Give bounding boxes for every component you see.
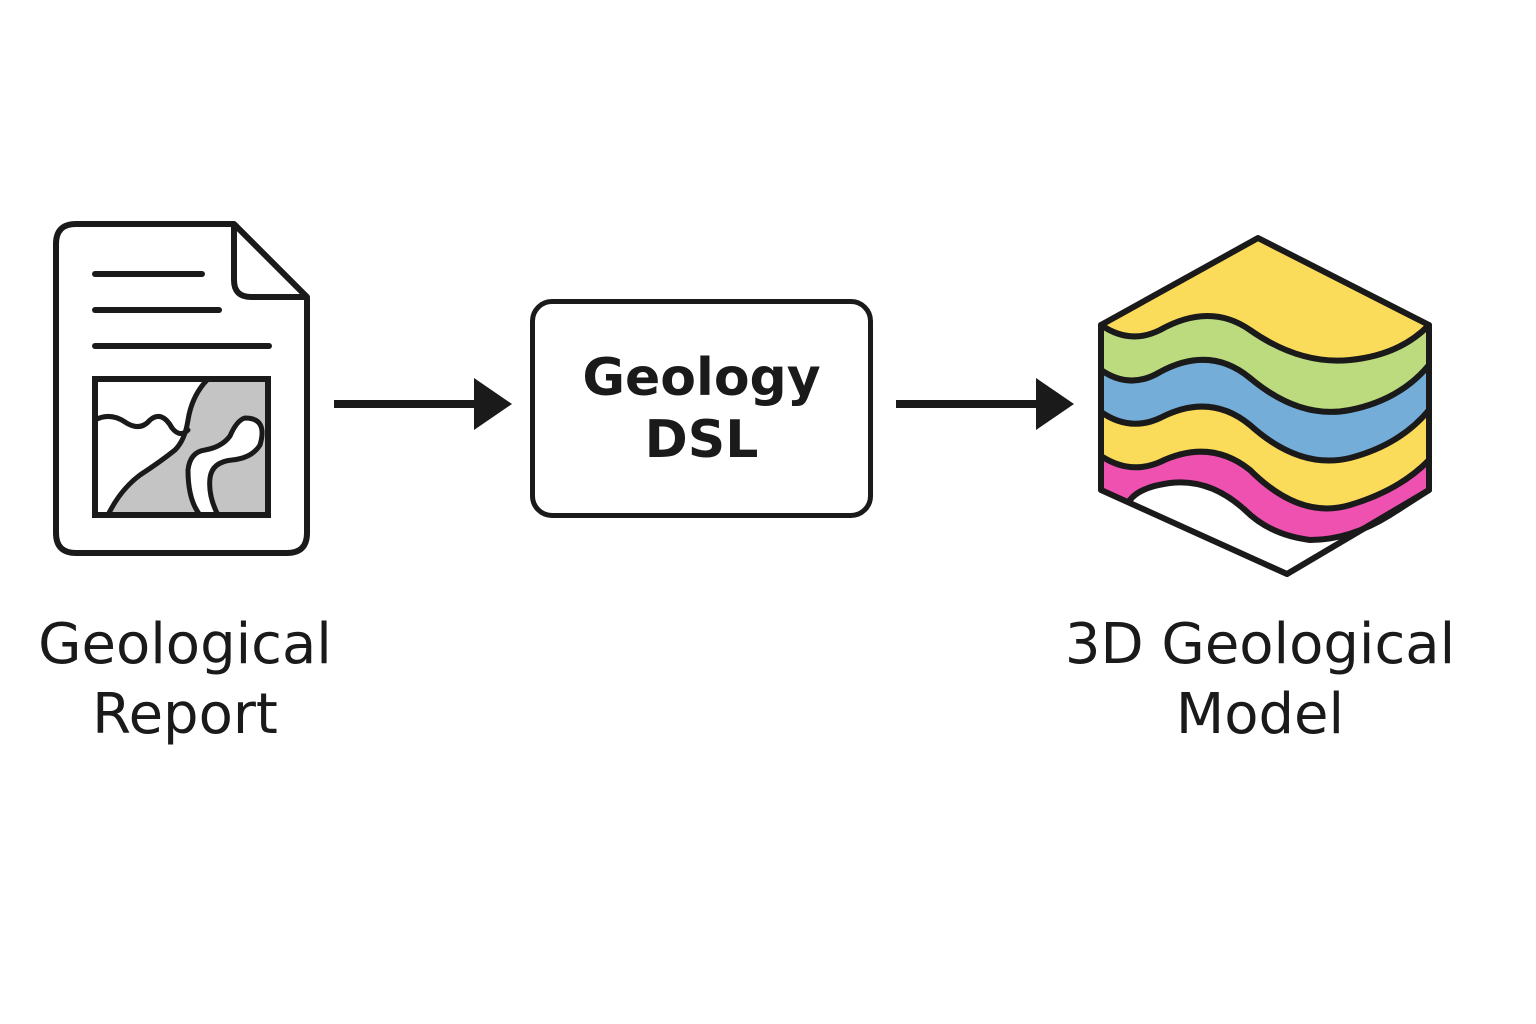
- layered-hexagon-icon: [1098, 235, 1432, 577]
- dsl-box: Geology DSL: [530, 299, 873, 518]
- dsl-box-label-line2: DSL: [644, 409, 759, 470]
- layer-yellow-lower: [1101, 406, 1429, 509]
- arrow-dsl-to-model: [896, 378, 1074, 430]
- map-gray-region: [110, 379, 268, 515]
- model-label: 3D Geological Model: [1050, 610, 1470, 750]
- report-label-line1: Geological: [38, 612, 332, 677]
- layer-blue: [1101, 359, 1429, 461]
- stratum-line: [1098, 313, 1432, 364]
- stratum-line: [1098, 356, 1432, 415]
- model-label-line1: 3D Geological: [1064, 612, 1456, 677]
- document-fold: [231, 224, 307, 300]
- arrow-report-to-dsl: [334, 378, 512, 430]
- model-label-line2: Model: [1175, 682, 1345, 747]
- document-with-map-icon: [53, 221, 310, 556]
- report-label: Geological Report: [30, 610, 340, 750]
- layer-green: [1101, 316, 1429, 412]
- stratum-line: [1098, 448, 1432, 512]
- layer-yellow-top: [1101, 238, 1429, 361]
- stratum-line: [1098, 403, 1432, 464]
- report-label-line2: Report: [92, 682, 278, 747]
- map-lake: [185, 415, 265, 518]
- map-boundary-line: [105, 376, 211, 518]
- map-river-line: [92, 413, 191, 436]
- stratum-line: [1127, 479, 1432, 543]
- layer-pink: [1101, 451, 1429, 540]
- hexagon-outline: [1098, 235, 1432, 577]
- map-frame: [92, 376, 271, 518]
- dsl-box-label-line1: Geology: [582, 347, 821, 408]
